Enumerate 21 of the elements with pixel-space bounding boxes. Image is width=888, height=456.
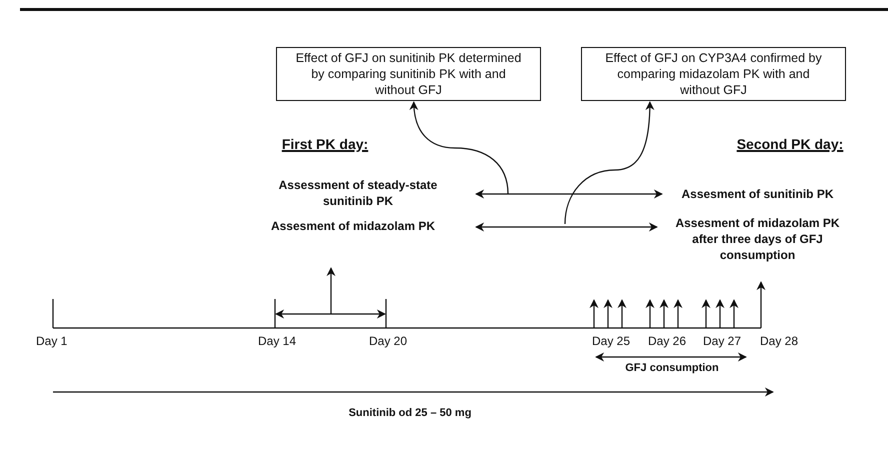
section-heading: First PK day: <box>282 136 368 152</box>
day-label: Day 1 <box>36 334 68 348</box>
step-text: Assessment of steady-state sunitinib PK <box>258 177 458 209</box>
day-label: Day 20 <box>369 334 408 348</box>
double-arrow <box>475 190 663 198</box>
day-label: Day 14 <box>258 334 296 348</box>
section-heading: Second PK day: <box>736 136 844 152</box>
range-label: Sunitinib od 25 – 50 mg <box>348 407 472 419</box>
double-arrow <box>475 222 658 232</box>
day-label: Day 27 <box>703 334 742 348</box>
note-box: Effect of GFJ on CYP3A4 confirmed by comparing midazolam PK with and without GFJ <box>581 47 846 101</box>
curved-arrow <box>410 101 509 194</box>
range-label: GFJ consumption <box>625 362 719 374</box>
note-box: Effect of GFJ on sunitinib PK determined by comparing sunitinib PK with and without GFJ <box>276 47 541 101</box>
day-label: Day 28 <box>760 334 798 348</box>
day-label: Day 25 <box>592 334 630 348</box>
step-text: Assesment of midazolam PK after three days of GFJ consumption <box>665 215 850 263</box>
curved-arrow <box>564 101 654 224</box>
step-text: Assesment of sunitinib PK <box>670 186 845 202</box>
day-label: Day 26 <box>648 334 686 348</box>
step-text: Assesment of midazolam PK <box>248 218 458 234</box>
